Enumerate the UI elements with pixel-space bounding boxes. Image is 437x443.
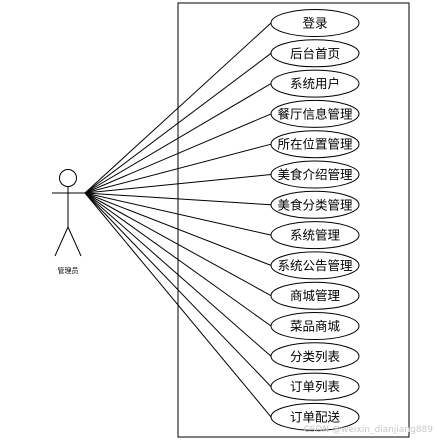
- use-case-ellipse: [270, 312, 360, 340]
- use-case: 美食分类管理: [270, 190, 360, 219]
- use-case-label: 登录: [302, 16, 327, 31]
- use-case-label: 美食介绍管理: [277, 167, 353, 182]
- association-line: [84, 192, 272, 387]
- use-case: 系统用户: [270, 69, 360, 98]
- use-case-ellipse: [270, 160, 360, 189]
- use-case-ellipse: [270, 39, 360, 68]
- association-line: [84, 192, 272, 297]
- use-case: 美食介绍管理: [270, 160, 360, 189]
- use-case-ellipse: [270, 9, 360, 37]
- use-case-ellipse: [270, 130, 360, 159]
- use-case: 分类列表: [270, 342, 360, 371]
- use-case-ellipse: [270, 99, 360, 128]
- use-case-label: 系统公告管理: [277, 258, 353, 273]
- actor-left-leg: [54, 226, 69, 257]
- association-line: [84, 174, 272, 194]
- association-line: [84, 113, 272, 194]
- use-case-label: 菜品商城: [290, 319, 341, 334]
- actor-label: 管理员: [58, 266, 79, 275]
- system-boundary: [177, 2, 410, 438]
- use-case: 商城管理: [270, 281, 360, 310]
- actor-head: [59, 169, 77, 187]
- use-case-ellipse: [270, 221, 360, 250]
- use-case-ellipse: [270, 190, 360, 219]
- watermark-text: CSDN @weixin_dianjiang889: [304, 425, 434, 435]
- use-case-label: 所在位置管理: [277, 137, 353, 152]
- association-line: [84, 22, 272, 194]
- association-line: [84, 143, 272, 194]
- use-case-ellipse: [270, 372, 360, 401]
- association-line: [84, 192, 272, 357]
- association-line: [84, 192, 272, 266]
- use-case: 订单列表: [270, 372, 360, 401]
- use-case-label: 后台首页: [290, 46, 340, 61]
- use-case-list: 登录后台首页系统用户餐厅信息管理所在位置管理美食介绍管理美食分类管理系统管理系统…: [270, 9, 360, 431]
- use-case-label: 美食分类管理: [277, 197, 353, 212]
- use-case: 菜品商城: [270, 312, 360, 340]
- use-case-ellipse: [270, 251, 360, 280]
- association-line: [84, 192, 272, 236]
- actor-figure: [52, 169, 85, 257]
- association-line: [84, 52, 272, 194]
- use-case: 后台首页: [270, 39, 360, 68]
- use-case-ellipse: [270, 402, 360, 431]
- use-case: 系统公告管理: [270, 251, 360, 280]
- use-case: 订单配送: [270, 402, 360, 431]
- use-case: 餐厅信息管理: [270, 99, 360, 128]
- use-case-label: 分类列表: [290, 349, 341, 364]
- association-line: [84, 83, 272, 194]
- use-case-label: 订单列表: [290, 379, 341, 394]
- use-case-label: 订单配送: [290, 409, 341, 424]
- use-case-ellipse: [270, 69, 360, 98]
- use-case-label: 系统管理: [290, 228, 341, 243]
- use-case: 所在位置管理: [270, 130, 360, 159]
- use-case-label: 系统用户: [290, 76, 340, 91]
- use-case: 登录: [270, 9, 360, 37]
- actor-right-leg: [67, 226, 82, 257]
- use-case-ellipse: [270, 342, 360, 371]
- use-case: 系统管理: [270, 221, 360, 250]
- use-case-label: 餐厅信息管理: [277, 106, 353, 121]
- association-line: [84, 192, 272, 418]
- association-lines: [84, 22, 272, 418]
- association-line: [84, 192, 272, 206]
- association-line: [84, 192, 272, 327]
- use-case-ellipse: [270, 281, 360, 310]
- use-case-label: 商城管理: [290, 288, 341, 303]
